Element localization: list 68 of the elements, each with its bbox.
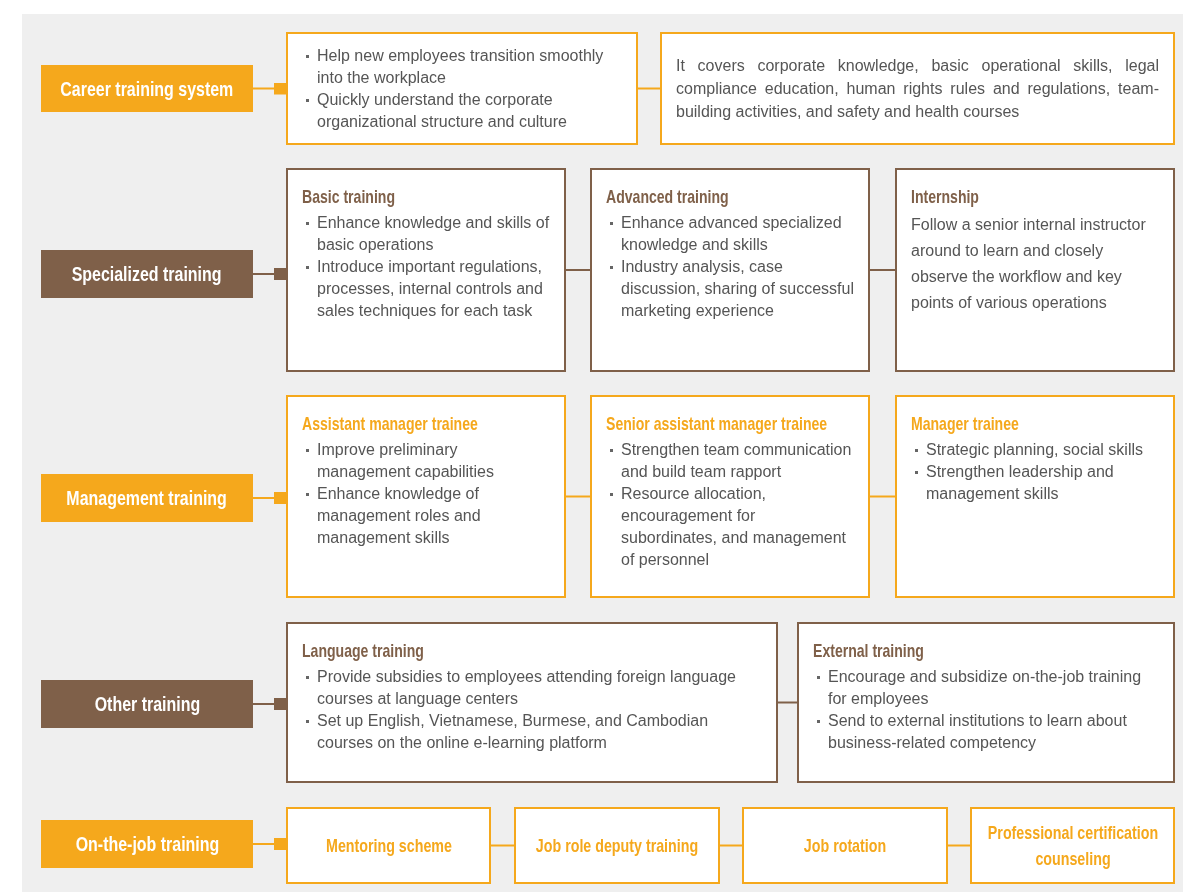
connector-line [947,844,971,847]
training-card [286,32,638,145]
connector-line [565,269,591,271]
bullet-text: Enhance knowledge of management roles and management skills [317,484,482,548]
category-label [41,250,253,298]
category-label [41,474,253,522]
training-card [286,168,566,372]
bullet-text: Improve preliminary management capabilities [317,440,495,482]
card-heading: Internship [911,185,979,209]
category-label [41,65,253,112]
bullet-text: Strengthen team communication and build team rapport [621,440,853,482]
connector-line [490,844,515,847]
connector-line [777,701,798,704]
training-name: Professional certification counseling [986,820,1159,871]
category-title: Other training [94,691,200,718]
training-box [742,807,948,884]
connector-line [252,838,287,850]
category-title: Career training system [60,75,234,102]
category-label [41,820,253,868]
card-heading: Manager trainee [911,412,1019,436]
bullet-text: Send to external institutions to learn about business-related competency [828,711,1128,753]
training-card [895,395,1175,598]
connector-line [869,495,896,498]
connector-line [252,268,287,280]
card-heading: Language training [302,639,424,663]
training-box [514,807,720,884]
card-heading: Assistant manager trainee [302,412,478,436]
connector-line [252,492,287,504]
training-box [286,807,491,884]
training-card [590,395,870,598]
bullet-text: Industry analysis, case discussion, sharing of successful marketing experience [621,257,854,321]
category-title: On-the-job training [75,831,219,858]
category-title: Management training [66,485,228,512]
training-card [590,168,870,372]
training-name: Job role deputy training [534,833,700,858]
training-card [286,622,778,783]
card-heading: Senior assistant manager trainee [606,412,828,436]
connector-line [869,269,896,271]
bullet-text: Help new employees transition smoothly into the workplace [317,45,605,88]
card-heading: External training [813,639,924,663]
connector-line [565,495,591,498]
training-card [895,168,1175,372]
bullet-text: Strengthen leadership and management skills [926,462,1115,504]
card-heading: Advanced training [606,185,729,209]
card-heading: Basic training [302,185,395,209]
training-name: Job rotation [802,833,888,858]
bullet-text: Enhance knowledge and skills of basic operations [317,213,550,255]
card-text: It covers corporate knowledge, basic operational skills, legal compliance education, human rights rules and regulations, team-building activities, and safety and health courses [676,56,1159,122]
training-name: Mentoring scheme [324,833,453,858]
bullet-text: Provide subsidies to employees attending foreign language courses at language centers [317,667,737,709]
connector-line [252,82,287,95]
bullet-text: Quickly understand the corporate organizational structure and culture [317,89,568,132]
training-box [970,807,1175,884]
card-text: Follow a senior internal instructor around to learn and closely observe the workflow and key points of various operations [911,215,1147,313]
bullet-text: Introduce important regulations, processes, internal controls and sales techniques for each task [317,257,544,321]
connector-line [252,698,287,710]
bullet-text: Resource allocation, encouragement for subordinates, and management of personnel [621,484,848,570]
training-card [797,622,1175,783]
training-card [660,32,1175,145]
bullet-text: Encourage and subsidize on-the-job training for employees [828,667,1143,709]
training-card [286,395,566,598]
category-title: Specialized training [72,261,222,288]
bullet-text: Enhance advanced specialized knowledge and skills [621,213,843,255]
bullet-text: Strategic planning, social skills [926,440,1143,460]
category-label [41,680,253,728]
connector-line [719,844,743,847]
connector-line [637,87,661,90]
bullet-text: Set up English, Vietnamese, Burmese, and Cambodian courses on the online e-learning platform [317,711,710,753]
